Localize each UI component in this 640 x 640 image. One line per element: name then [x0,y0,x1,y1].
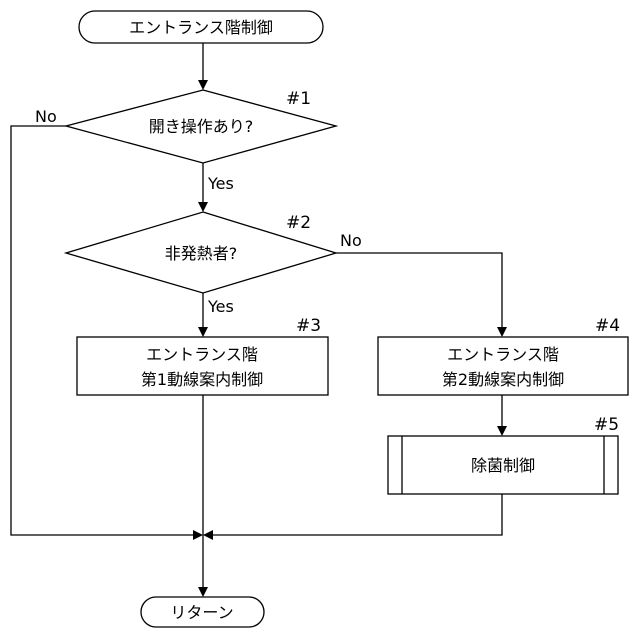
step-number-1: #1 [286,89,311,109]
start-terminator: エントランス階制御 [79,11,323,43]
process-4-line2: 第2動線案内制御 [442,370,564,389]
arrow-decision1-no-to-merge [11,126,203,540]
decision-2-yes-label: Yes [207,297,234,316]
arrow-decision2-yes-to-process3 [198,293,208,337]
step-number-5: #5 [594,415,619,435]
step-number-2: #2 [286,213,311,233]
step-number-3: #3 [296,316,321,336]
decision-2: 非発熱者? #2 No Yes [66,212,362,316]
process-3-line2: 第1動線案内制御 [141,370,263,389]
decision-2-label: 非発熱者? [165,244,238,263]
arrow-process4-to-process5 [497,395,507,436]
arrow-decision1-yes-to-decision2 [198,163,208,212]
arrow-start-to-decision1 [198,43,208,90]
end-terminator: リターン [141,597,264,627]
process-4-line1: エントランス階 [447,345,559,364]
step-number-4: #4 [595,316,620,336]
end-label: リターン [170,603,233,622]
process-5-label: 除菌制御 [471,456,535,475]
arrow-process3-to-end [198,395,208,597]
decision-2-no-label: No [340,231,362,250]
start-label: エントランス階制御 [129,18,273,37]
arrow-decision2-no-to-process4 [336,253,507,337]
process-3-line1: エントランス階 [146,345,258,364]
decision-1-no-label: No [35,107,57,126]
arrow-process5-to-merge [203,494,502,540]
decision-1: 開き操作あり? #1 No Yes [35,89,336,193]
decision-1-label: 開き操作あり? [149,117,254,136]
decision-1-yes-label: Yes [207,174,234,193]
